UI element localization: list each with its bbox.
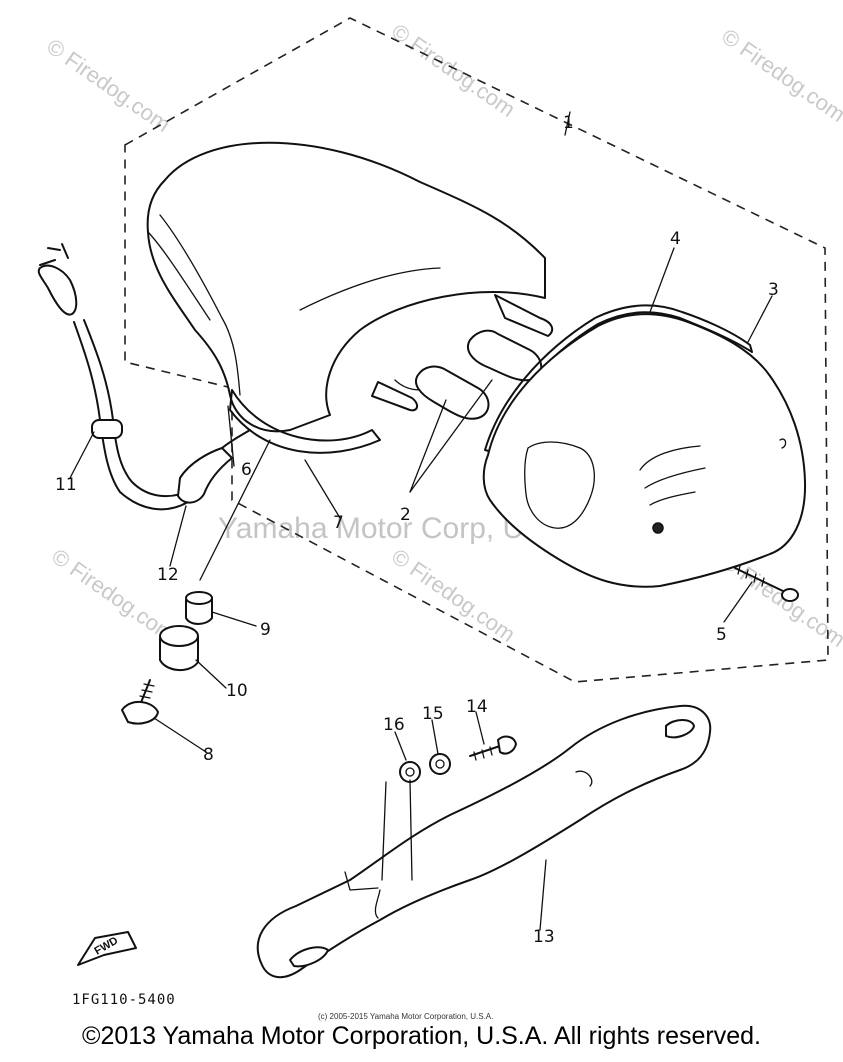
callout-3: 3 (768, 280, 779, 300)
callout-10: 10 (226, 681, 248, 701)
footer-copyright: ©2013 Yamaha Motor Corporation, U.S.A. A… (82, 1022, 761, 1050)
callout-6: 6 (241, 460, 252, 480)
callout-9: 9 (260, 620, 271, 640)
wire-clamp (177, 447, 233, 504)
fwd-arrow: FWD (77, 931, 137, 966)
callout-15: 15 (422, 704, 444, 724)
callout-5: 5 (716, 625, 727, 645)
bulb-group (415, 329, 543, 420)
license-bracket (256, 704, 712, 979)
callout-2: 2 (400, 505, 411, 525)
watermark-firedog-2: © Firedog.com (387, 19, 520, 122)
callout-8: 8 (203, 745, 214, 765)
grommet-collar-group (159, 591, 213, 671)
tail-light-lens (482, 313, 807, 588)
callout-labels: 1 2 3 4 5 6 7 8 9 10 11 12 13 14 15 16 (55, 113, 779, 947)
callout-4: 4 (670, 229, 681, 249)
callout-7: 7 (333, 513, 344, 533)
tail-light-cover (146, 141, 546, 454)
assembly-boundary (124, 17, 829, 683)
watermark-firedog-5: © Firedog.com (387, 544, 520, 647)
watermark-firedog-1: © Firedog.com (42, 34, 175, 137)
mount-bolt (121, 679, 159, 725)
callout-12: 12 (157, 565, 179, 585)
part-code: 1FG110-5400 (72, 992, 176, 1008)
bulb-socket-group (371, 294, 554, 412)
bulb-lower (415, 365, 490, 420)
callout-1: 1 (563, 113, 574, 133)
wire-harness (37, 243, 251, 511)
leader-lines (69, 111, 773, 931)
lens-screw (734, 565, 799, 602)
callout-16: 16 (383, 715, 405, 735)
callout-14: 14 (466, 697, 488, 717)
callout-11: 11 (55, 475, 77, 495)
callout-13: 13 (533, 927, 555, 947)
small-copyright: (c) 2005-2015 Yamaha Motor Corporation, … (318, 1012, 493, 1021)
wire-grommet (91, 419, 123, 439)
bracket-hardware (399, 735, 517, 783)
watermark-firedog-4: © Firedog.com (47, 544, 180, 647)
watermark-firedog-3: © Firedog.com (717, 24, 843, 127)
